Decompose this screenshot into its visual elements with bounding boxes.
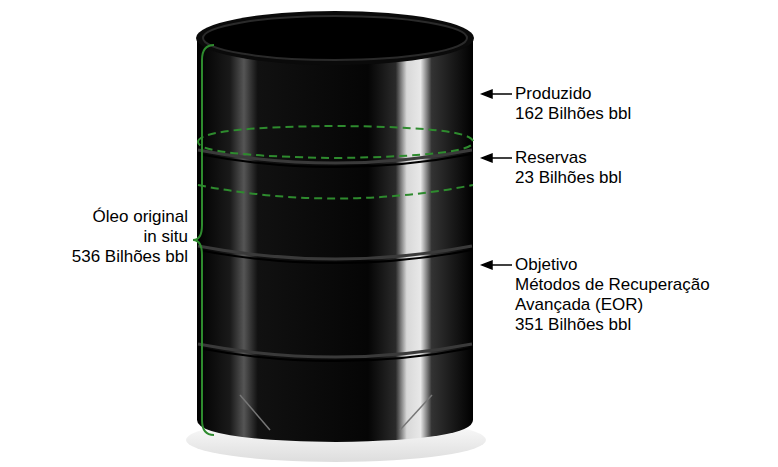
- callout-label: Objetivo: [515, 255, 577, 275]
- callout-label: 536 Bilhões bbl: [72, 247, 188, 267]
- callout-label: Avançada (EOR): [515, 295, 643, 315]
- callout-label: Óleo original: [93, 207, 188, 227]
- callout-label: Métodos de Recuperação: [515, 275, 710, 295]
- callout-label: in situ: [144, 227, 188, 247]
- callout-label: 351 Bilhões bbl: [515, 315, 631, 335]
- callout-label: 23 Bilhões bbl: [515, 168, 622, 188]
- callout-label: Reservas: [515, 148, 587, 168]
- callout-label: 162 Bilhões bbl: [515, 104, 631, 124]
- callout-label: Produzido: [515, 84, 592, 104]
